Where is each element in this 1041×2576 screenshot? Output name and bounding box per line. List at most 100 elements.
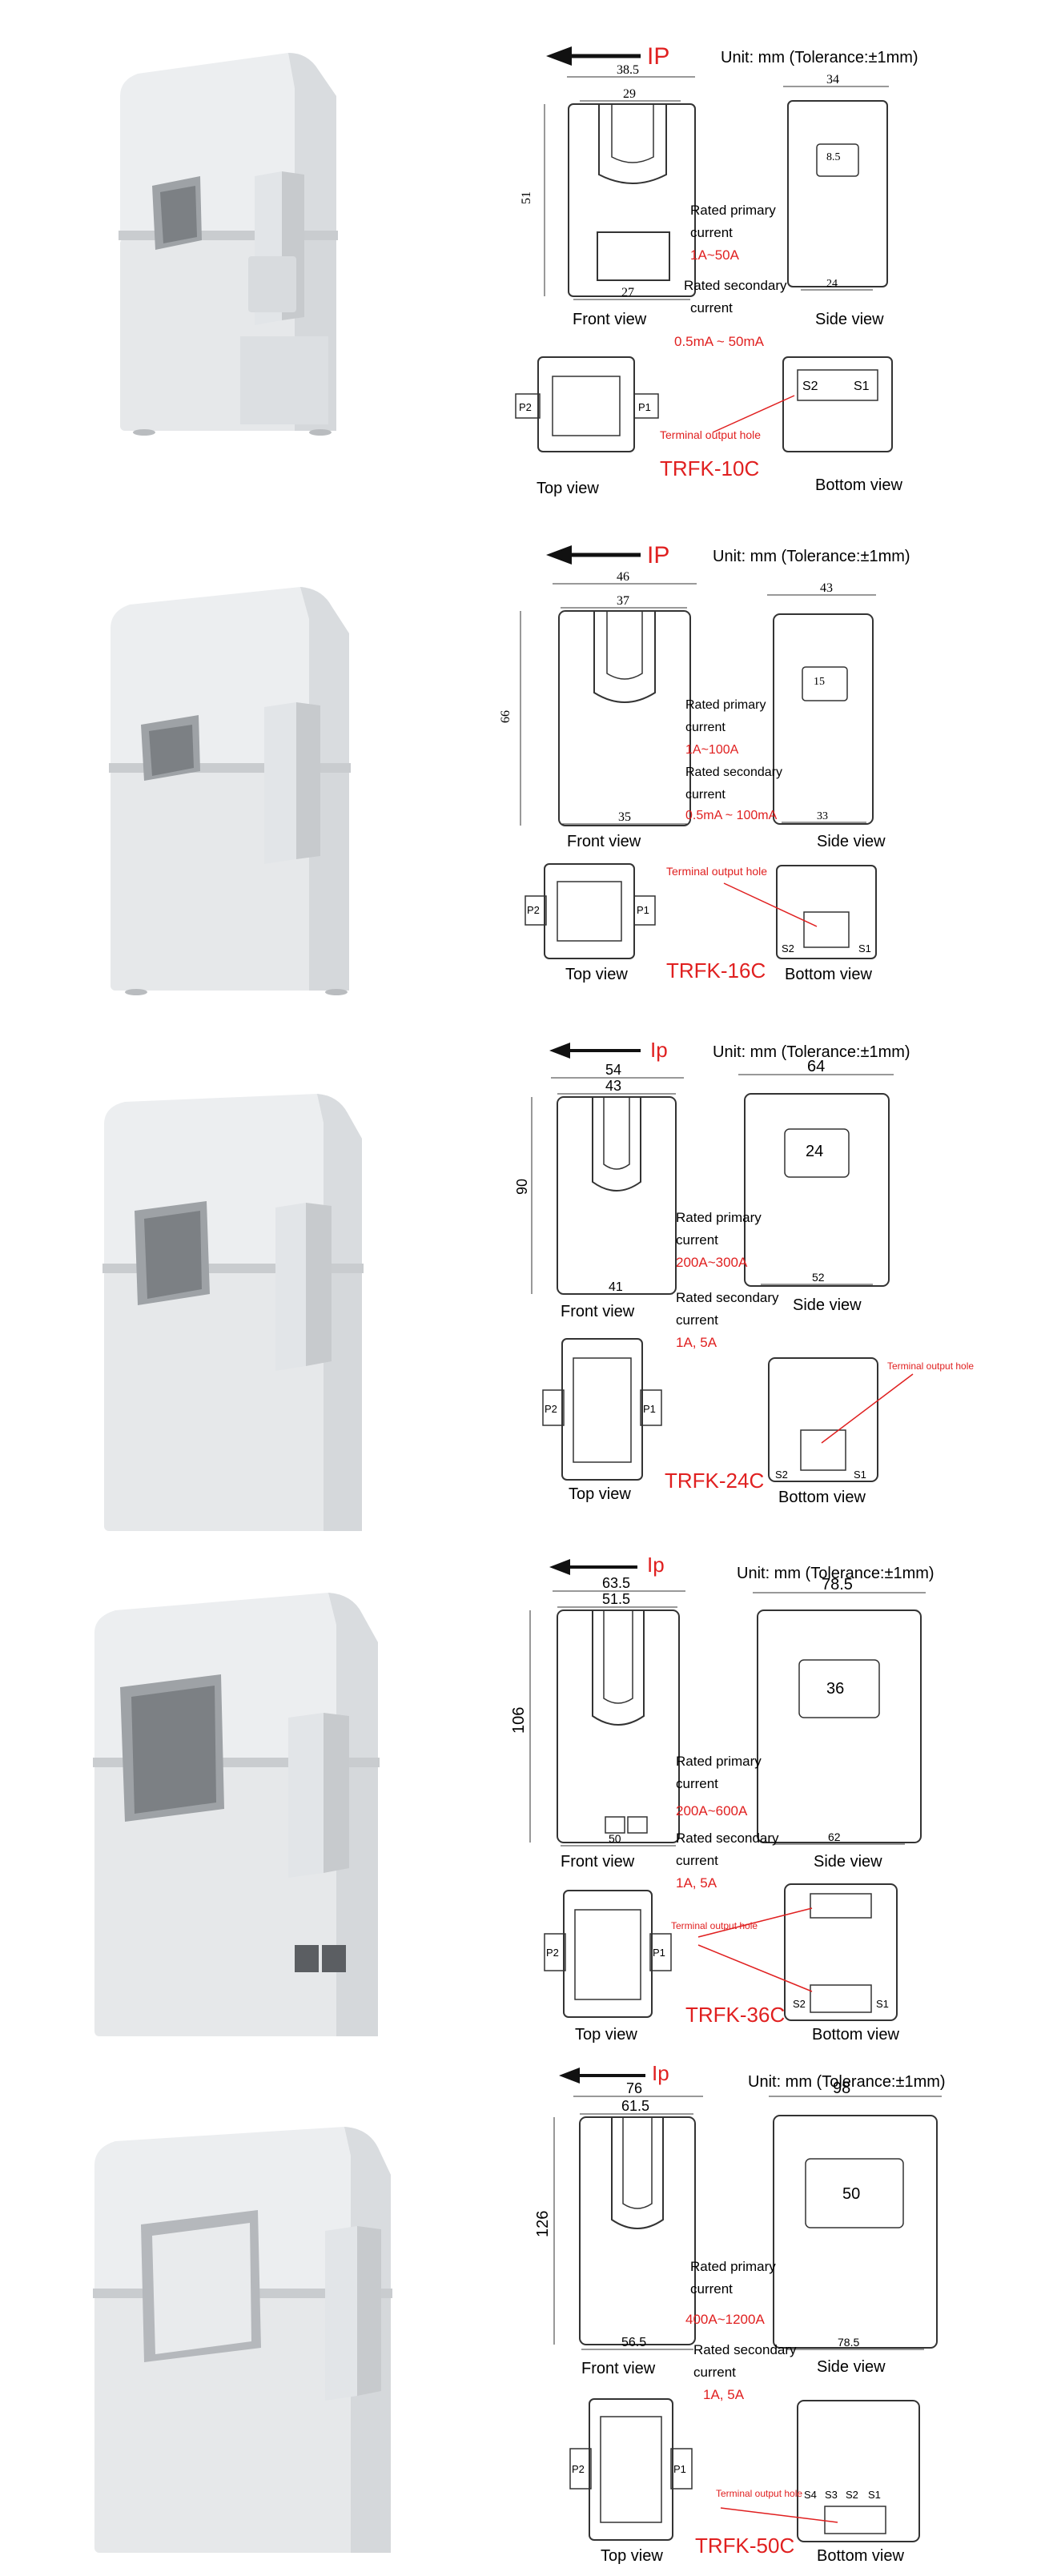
height-dim: 90 bbox=[514, 1179, 530, 1195]
terminal-output-hole-label: Terminal output hole bbox=[666, 865, 767, 878]
front-view-drawing: 46 37 66 35 Front view bbox=[499, 570, 697, 850]
height-dim: 106 bbox=[510, 1707, 528, 1734]
front-view-drawing: 63.5 51.5 106 50 Front view bbox=[510, 1575, 685, 1871]
primary-label-2: current bbox=[690, 2281, 733, 2297]
side-base-dim: 62 bbox=[828, 1831, 841, 1843]
secondary-label-2: current bbox=[676, 1312, 718, 1328]
side-window-dim: 15 bbox=[814, 676, 825, 688]
terminal-3: S1 bbox=[868, 2489, 881, 2501]
p2-label: P2 bbox=[519, 401, 532, 413]
width-inner: 51.5 bbox=[602, 1591, 630, 1607]
ip-label: Ip bbox=[652, 2061, 669, 2085]
product-photo bbox=[93, 1593, 380, 2036]
primary-label-1: Rated primary bbox=[676, 1210, 762, 1225]
primary-label-2: current bbox=[685, 721, 725, 734]
unit-label: Unit: mm (Tolerance:±1mm) bbox=[748, 2073, 946, 2091]
side-view-drawing: 98 50 78.5 Side view bbox=[769, 2080, 942, 2376]
width-outer: 54 bbox=[605, 1062, 621, 1078]
technical-drawing: Ip Unit: mm (Tolerance:±1mm) 76 61.5 126… bbox=[534, 2061, 946, 2565]
terminal-1: S1 bbox=[854, 1469, 866, 1481]
technical-drawing: Ip Unit: mm (Tolerance:±1mm) 54 43 90 41… bbox=[514, 1038, 974, 1506]
current-direction-arrow-icon bbox=[549, 1559, 570, 1575]
model-name: TRFK-24C bbox=[665, 1469, 764, 1493]
primary-label-1: Rated primary bbox=[690, 2259, 776, 2274]
terminal-1: S1 bbox=[876, 1998, 889, 2010]
terminal-0: S2 bbox=[782, 942, 794, 954]
bottom-view-drawing: S2 S1 Terminal output hole Bottom view bbox=[671, 1883, 899, 2044]
ip-label: Ip bbox=[650, 1038, 668, 1062]
product-photo bbox=[109, 587, 351, 995]
front-view-label: Front view bbox=[561, 1853, 635, 1871]
front-view-label: Front view bbox=[567, 833, 641, 850]
width-outer: 46 bbox=[617, 570, 629, 584]
p1-label: P1 bbox=[653, 1947, 665, 1959]
unit-label: Unit: mm (Tolerance:±1mm) bbox=[721, 49, 918, 66]
front-view-drawing: 54 43 90 41 Front view bbox=[514, 1062, 684, 1320]
terminal-2: S2 bbox=[846, 2489, 858, 2501]
ip-label: IP bbox=[647, 542, 669, 569]
top-view-drawing: P2 P1 Top view bbox=[515, 356, 659, 497]
ip-label: IP bbox=[647, 43, 669, 70]
side-base-dim: 78.5 bbox=[838, 2336, 859, 2349]
side-view-label: Side view bbox=[817, 2358, 886, 2376]
p2-label: P2 bbox=[527, 904, 540, 916]
secondary-label-2: current bbox=[676, 1853, 718, 1868]
width-outer: 38.5 bbox=[617, 63, 639, 77]
model-name: TRFK-36C bbox=[685, 2003, 785, 2027]
height-dim: 51 bbox=[520, 191, 533, 204]
terminal-0: S2 bbox=[802, 380, 818, 393]
product-photo bbox=[93, 2127, 392, 2553]
bottom-view-drawing: S4 S3 S2 S1 Terminal output hole Bottom … bbox=[716, 2400, 920, 2565]
technical-drawing: IP Unit: mm (Tolerance:±1mm) 38.5 29 51 … bbox=[515, 43, 918, 497]
product-section-trfk-36c: Ip Unit: mm (Tolerance:±1mm) 63.5 51.5 1… bbox=[0, 1545, 1041, 2060]
side-view-label: Side view bbox=[817, 833, 886, 850]
front-view-drawing: 38.5 29 51 27 Front view bbox=[520, 63, 696, 328]
side-width-dim: 98 bbox=[833, 2080, 850, 2097]
secondary-label-1: Rated secondary bbox=[676, 1290, 779, 1305]
product-photo bbox=[102, 1094, 364, 1531]
top-view-label: Top view bbox=[537, 480, 599, 497]
p1-label: P1 bbox=[637, 904, 649, 916]
base-front-dim: 27 bbox=[621, 286, 634, 299]
bottom-view-label: Bottom view bbox=[778, 1489, 866, 1506]
primary-value: 400A~1200A bbox=[685, 2312, 765, 2327]
primary-label-2: current bbox=[676, 1776, 718, 1791]
specs: Rated primary current 400A~1200A Rated s… bbox=[685, 2259, 797, 2402]
side-view-drawing: 78.5 36 62 Side view bbox=[753, 1576, 926, 1871]
primary-label-1: Rated primary bbox=[690, 203, 776, 218]
bottom-view-label: Bottom view bbox=[817, 2547, 904, 2565]
p2-label: P2 bbox=[572, 2463, 585, 2475]
side-view-label: Side view bbox=[814, 1853, 882, 1871]
width-outer: 63.5 bbox=[602, 1575, 630, 1591]
front-view-label: Front view bbox=[561, 1303, 635, 1320]
p2-label: P2 bbox=[545, 1403, 557, 1415]
side-window-dim: 24 bbox=[806, 1143, 823, 1160]
primary-value: 200A~300A bbox=[676, 1255, 748, 1270]
specs: Rated primary current 200A~300A Rated se… bbox=[676, 1210, 779, 1350]
side-window-dim: 36 bbox=[826, 1680, 844, 1698]
terminal-1: S1 bbox=[854, 380, 870, 393]
secondary-value: 1A, 5A bbox=[676, 1335, 717, 1350]
specs: Rated primary current 200A~600A Rated se… bbox=[676, 1754, 779, 1891]
top-view-label: Top view bbox=[569, 1485, 631, 1503]
current-direction-arrow-icon bbox=[549, 1043, 570, 1059]
top-view-label: Top view bbox=[565, 966, 628, 983]
product-section-trfk-16c: IP Unit: mm (Tolerance:±1mm) 46 37 66 35… bbox=[0, 515, 1041, 1030]
p1-label: P1 bbox=[638, 401, 651, 413]
unit-label: Unit: mm (Tolerance:±1mm) bbox=[737, 1565, 934, 1582]
primary-label-2: current bbox=[690, 225, 733, 240]
side-width-dim: 78.5 bbox=[822, 1576, 853, 1593]
product-section-trfk-10c: IP Unit: mm (Tolerance:±1mm) 38.5 29 51 … bbox=[0, 0, 1041, 515]
width-inner: 43 bbox=[605, 1078, 621, 1094]
primary-value: 200A~600A bbox=[676, 1803, 748, 1818]
specs: Rated primary current 1A~100A Rated seco… bbox=[685, 698, 782, 822]
p1-label: P1 bbox=[643, 1403, 656, 1415]
secondary-label-2: current bbox=[690, 300, 733, 315]
side-base-dim: 52 bbox=[812, 1271, 825, 1284]
side-view-label: Side view bbox=[815, 311, 884, 328]
model-name: TRFK-50C bbox=[695, 2534, 794, 2558]
model-name: TRFK-10C bbox=[660, 456, 759, 480]
side-view-drawing: 34 8.5 24 Side view bbox=[783, 73, 889, 328]
height-dim: 66 bbox=[499, 710, 512, 723]
side-window-dim: 8.5 bbox=[826, 151, 841, 163]
